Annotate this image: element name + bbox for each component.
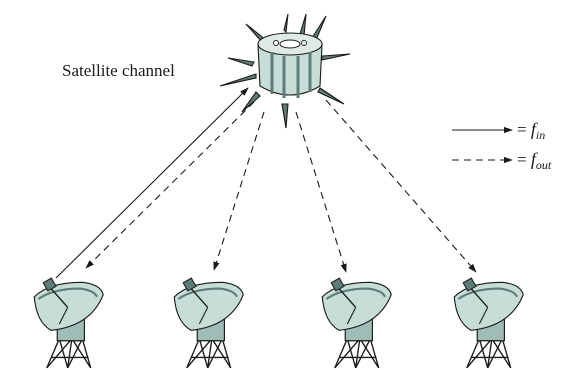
- ground-station-3-icon: [321, 277, 393, 369]
- satellite-icon: [219, 13, 351, 129]
- ground-station-4-icon: [453, 277, 525, 369]
- ground-station-2-icon: [173, 277, 245, 369]
- ground-station-1-icon: [33, 277, 105, 369]
- downlink-arrow-station-1: [85, 101, 255, 269]
- downlink-arrow-station-3: [295, 111, 347, 273]
- uplink-arrow-station-1: [55, 87, 249, 279]
- legend-solid-label: = fin: [517, 119, 545, 142]
- downlink-arrow-station-4: [325, 99, 477, 273]
- downlink-arrow-station-2: [213, 111, 265, 271]
- satellite-channel-label: Satellite channel: [62, 61, 175, 80]
- legend-dashed-label: = fout: [517, 149, 552, 172]
- legend: = fin = fout: [452, 119, 552, 172]
